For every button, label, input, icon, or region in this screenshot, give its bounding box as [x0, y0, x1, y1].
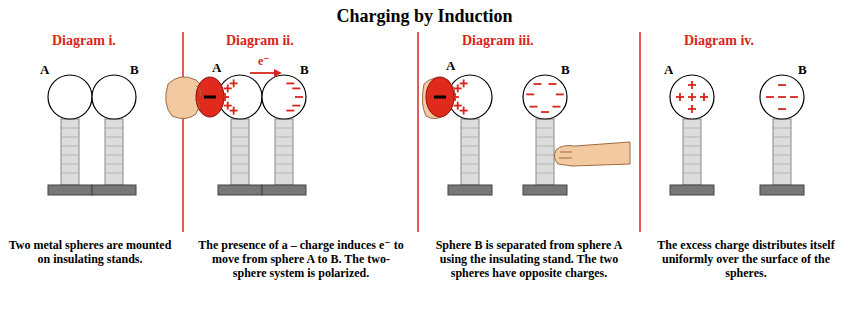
sphere-letter: B	[798, 62, 807, 78]
electron-arrow	[250, 69, 282, 77]
panel-heading: Diagram iv.	[684, 33, 754, 49]
panel-caption: The presence of a – charge induces e⁻ to…	[196, 238, 406, 280]
insulating-stands	[48, 119, 804, 195]
panel-heading: Diagram iii.	[462, 33, 534, 49]
diagram-title: Charging by Induction	[0, 6, 849, 27]
sphere-letter: B	[130, 62, 139, 78]
sphere-letter: A	[446, 58, 455, 74]
panel-heading: Diagram ii.	[226, 33, 294, 49]
sphere-letter: A	[212, 60, 221, 76]
metal-spheres	[48, 75, 804, 119]
panel-divider	[183, 32, 640, 232]
sphere-letter: A	[664, 62, 673, 78]
charged-rod-hand	[422, 77, 454, 119]
charged-rod-hand	[166, 77, 224, 119]
sphere-letter: B	[561, 62, 570, 78]
sphere-letter: B	[300, 62, 309, 78]
panel-caption: Two metal spheres are mounted on insulat…	[4, 238, 176, 266]
charge-marks	[221, 79, 798, 114]
electron-label: e⁻	[258, 54, 270, 69]
pushing-hand	[554, 142, 630, 166]
sphere-letter: A	[40, 62, 49, 78]
panel-caption: Sphere B is separated from sphere A usin…	[424, 238, 634, 280]
panel-heading: Diagram i.	[52, 33, 116, 49]
panel-caption: The excess charge distributes itself uni…	[650, 238, 842, 280]
